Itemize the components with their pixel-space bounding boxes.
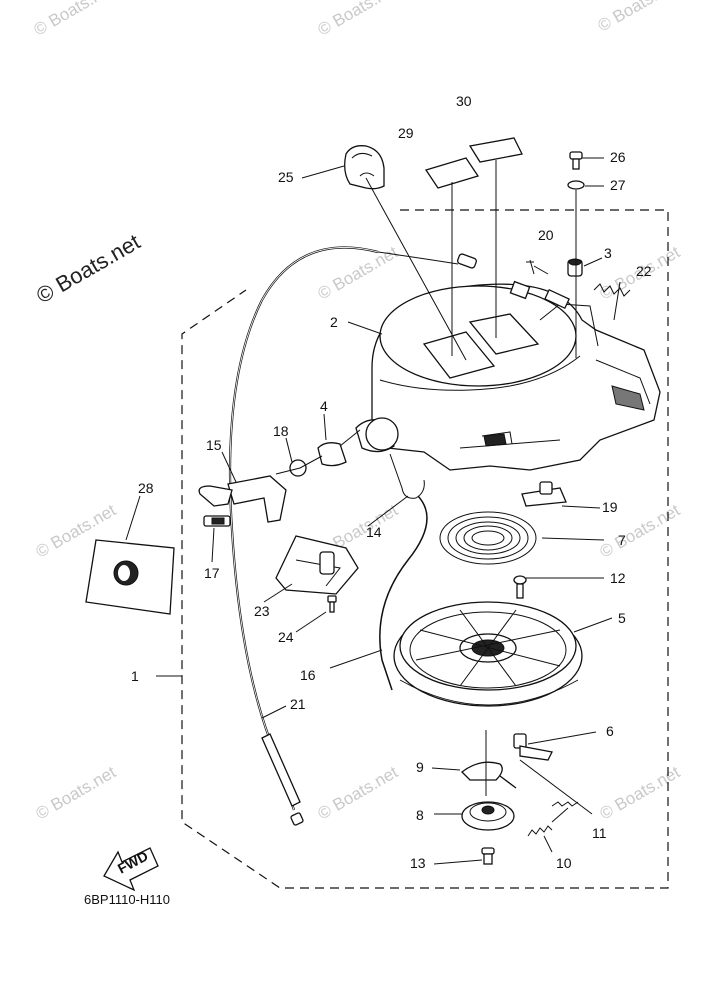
callout-20: 20 xyxy=(538,227,554,243)
rope-part-16 xyxy=(379,495,428,691)
recoil-spring-part-7 xyxy=(439,511,537,565)
watermark-main: © Boats.net xyxy=(32,229,144,308)
collar-part-3 xyxy=(567,258,583,277)
bolt-part-12 xyxy=(513,575,527,599)
reel-part-5 xyxy=(393,601,583,707)
callout-15: 15 xyxy=(206,437,222,453)
callout-24: 24 xyxy=(278,629,294,645)
callout-29: 29 xyxy=(398,125,414,141)
assembly-boundary xyxy=(181,209,669,889)
callout-14: 14 xyxy=(366,524,382,540)
spring-part-10 xyxy=(527,825,553,837)
callout-28: 28 xyxy=(138,480,154,496)
callout-21: 21 xyxy=(290,696,306,712)
spring-part-9 xyxy=(461,761,517,789)
callout-6: 6 xyxy=(606,723,614,739)
watermark: © Boats.net xyxy=(315,0,402,39)
cable-top-link xyxy=(377,251,459,265)
watermark: © Boats.net xyxy=(31,0,118,39)
callout-5: 5 xyxy=(618,610,626,626)
callout-4: 4 xyxy=(320,398,328,414)
callout-10: 10 xyxy=(556,855,572,871)
watermark: © Boats.net xyxy=(597,762,684,823)
cable-end-fitting xyxy=(261,733,304,826)
callout-9: 9 xyxy=(416,759,424,775)
callout-8: 8 xyxy=(416,807,424,823)
callout-25: 25 xyxy=(278,169,294,185)
bolt-part-24 xyxy=(327,595,337,613)
callout-11: 11 xyxy=(592,825,607,841)
watermark: © Boats.net xyxy=(33,762,120,823)
grommet-part-25 xyxy=(344,145,385,190)
callout-30: 30 xyxy=(456,93,472,109)
callout-19: 19 xyxy=(602,499,618,515)
handle-clip-part-17 xyxy=(203,515,231,527)
rope-part-14 xyxy=(389,453,425,499)
lever-part-19 xyxy=(521,481,567,507)
callout-18: 18 xyxy=(273,423,289,439)
bracket-part-23 xyxy=(275,535,359,595)
watermark: © Boats.net xyxy=(595,0,682,35)
callouts: 1 2 3 4 5 6 7 8 9 10 11 12 13 14 15 16 1… xyxy=(131,93,652,871)
cable-top-clip xyxy=(457,253,477,269)
rope-stopper-part-18 xyxy=(275,455,323,477)
callout-7: 7 xyxy=(618,532,626,548)
callout-26: 26 xyxy=(610,149,626,165)
watermark: © Boats.net xyxy=(315,762,402,823)
pawl-part-6 xyxy=(513,733,553,761)
callout-17: 17 xyxy=(204,565,220,581)
screw-part-20 xyxy=(526,259,535,275)
spring-part-11 xyxy=(551,801,579,807)
starter-rope-guide-part-4 xyxy=(317,417,399,467)
leader-lines xyxy=(125,157,621,865)
bolt-part-26 xyxy=(569,151,583,170)
label-plates-29-30 xyxy=(424,137,523,189)
spring-part-22 xyxy=(593,283,631,297)
watermark: © Boats.net xyxy=(315,242,402,303)
starter-housing-part-2 xyxy=(371,280,661,471)
callout-23: 23 xyxy=(254,603,270,619)
diagram-code: 6BP1110-H110 xyxy=(84,892,170,907)
washer-part-27 xyxy=(567,180,585,190)
callout-1: 1 xyxy=(131,668,139,684)
callout-12: 12 xyxy=(610,570,626,586)
callout-3: 3 xyxy=(604,245,612,261)
callout-13: 13 xyxy=(410,855,426,871)
starter-handle-part-15 xyxy=(198,475,287,523)
fwd-arrow-icon: FWD xyxy=(103,847,159,892)
bolt-part-13 xyxy=(481,847,495,865)
callout-2: 2 xyxy=(330,314,338,330)
drive-plate-part-8 xyxy=(461,801,515,831)
callout-22: 22 xyxy=(636,263,652,279)
plate-part-28 xyxy=(85,539,175,615)
callout-27: 27 xyxy=(610,177,626,193)
callout-16: 16 xyxy=(300,667,316,683)
